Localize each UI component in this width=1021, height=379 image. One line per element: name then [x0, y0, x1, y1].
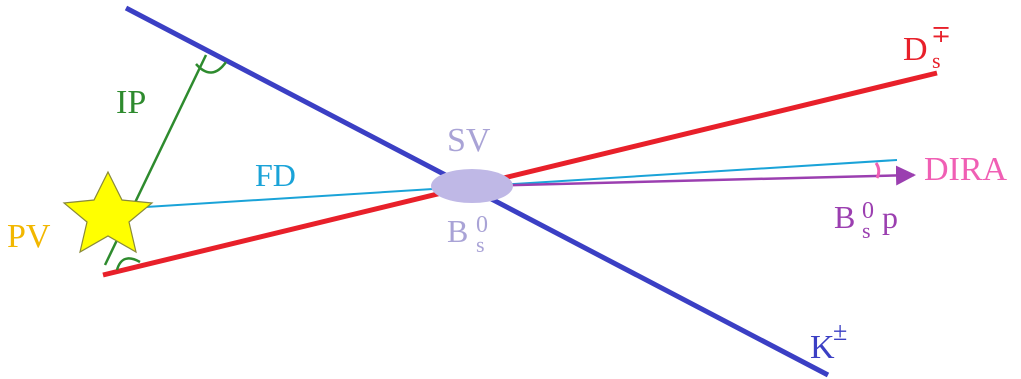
k-label: K ± [810, 317, 847, 366]
ip-angle-arc-top [195, 61, 228, 74]
ip-angle-arc-bottom [115, 257, 141, 271]
bs-label: B 0 s [447, 212, 492, 257]
primary-vertex-star [62, 170, 154, 254]
bs-momentum-label: B 0 s p [834, 198, 898, 243]
pv-label: PV [7, 218, 51, 255]
dira-angle-arc [874, 162, 881, 179]
bs-momentum-arrow [477, 165, 916, 188]
ds-track [102, 70, 938, 278]
ds-label: D ∓ s [903, 22, 955, 73]
dira-label: DIRA [924, 151, 1008, 188]
ip-label: IP [116, 84, 146, 121]
sv-label: SV [447, 122, 491, 159]
secondary-vertex-ellipse [431, 169, 513, 203]
fd-label: FD [255, 157, 296, 193]
